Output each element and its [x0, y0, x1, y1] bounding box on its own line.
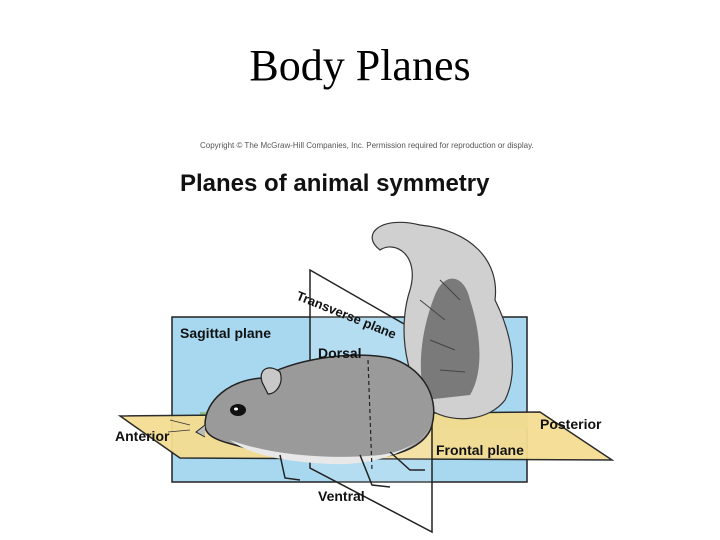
squirrel-tail	[371, 221, 514, 420]
sagittal-plane-label: Sagittal plane	[180, 325, 272, 341]
squirrel-body	[167, 354, 435, 488]
dorsal-label: Dorsal	[318, 345, 362, 361]
figure-title: Planes of animal symmetry	[180, 170, 490, 197]
slide-title: Body Planes	[249, 41, 471, 90]
copyright-notice: Copyright © The McGraw-Hill Companies, I…	[200, 141, 534, 150]
frontal-plane-label: Frontal plane	[436, 442, 524, 458]
anterior-label: Anterior	[115, 428, 170, 444]
posterior-label: Posterior	[540, 416, 602, 432]
ventral-label: Ventral	[318, 488, 365, 504]
